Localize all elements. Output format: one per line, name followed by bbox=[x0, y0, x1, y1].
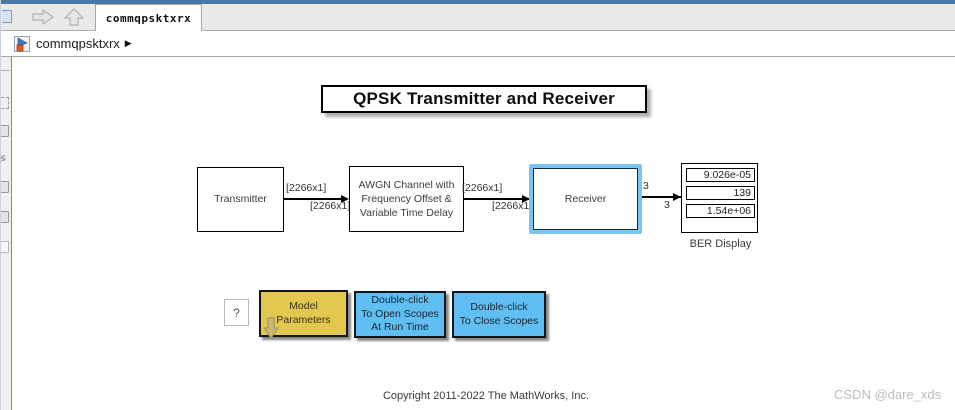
awgn-channel-block[interactable]: AWGN Channel with Frequency Offset & Var… bbox=[349, 166, 464, 232]
diagram-title: QPSK Transmitter and Receiver bbox=[321, 85, 647, 113]
awgn-label-line: AWGN Channel with bbox=[358, 178, 455, 191]
ber-value-field: 9.026e-05 bbox=[686, 168, 755, 182]
model-parameters-block[interactable]: Model Parameters bbox=[259, 290, 348, 339]
model-parameters-line: Model bbox=[289, 299, 318, 312]
close-scopes-line: To Close Scopes bbox=[459, 314, 539, 327]
signal-dim-label: [2266x1] bbox=[492, 200, 533, 212]
wire-tx-awgn[interactable] bbox=[284, 198, 343, 200]
breadcrumb-model-name[interactable]: commqpsktxrx bbox=[36, 36, 120, 51]
signal-width-label: 3 bbox=[664, 199, 670, 211]
transmitter-label: Transmitter bbox=[214, 193, 267, 206]
open-scopes-line: Double-click bbox=[371, 294, 429, 307]
signal-dim-label: [2266x1] bbox=[310, 200, 351, 212]
awgn-label-line: Frequency Offset & bbox=[361, 192, 452, 205]
dashed-select-icon[interactable] bbox=[1, 97, 9, 109]
left-toolbar-strip: ≶ bbox=[1, 57, 12, 410]
wire-awgn-rx[interactable] bbox=[464, 198, 530, 200]
document-icon[interactable] bbox=[1, 211, 9, 223]
panel-icon[interactable] bbox=[1, 181, 9, 193]
signal-dim-label: [2266x1] bbox=[462, 182, 503, 194]
window-top-border bbox=[1, 0, 955, 4]
ber-display-block[interactable]: 9.026e-05 139 1.54e+06 bbox=[681, 163, 758, 233]
help-label: ? bbox=[233, 305, 240, 320]
signal-dim-label: [2266x1] bbox=[286, 182, 327, 194]
forward-arrow-icon[interactable] bbox=[29, 7, 57, 27]
toolbar-separator bbox=[1, 70, 10, 71]
tab-commqpsktxrx[interactable]: commqpsktxrx bbox=[95, 4, 202, 31]
viewport-icon[interactable] bbox=[1, 125, 9, 137]
awgn-label-line: Variable Time Delay bbox=[359, 207, 454, 220]
breadcrumb-caret-icon[interactable]: ▶ bbox=[124, 38, 132, 48]
csdn-watermark: CSDN @dare_xds bbox=[834, 387, 942, 402]
arrowhead-rx-ber bbox=[673, 192, 681, 201]
wire-rx-ber[interactable] bbox=[642, 196, 681, 198]
tab-label: commqpsktxrx bbox=[105, 11, 192, 25]
open-scopes-line: At Run Time bbox=[371, 321, 429, 334]
model-parameters-line: Parameters bbox=[276, 313, 331, 326]
copyright-text: Copyright 2011-2022 The MathWorks, Inc. bbox=[382, 390, 590, 402]
simulink-model-icon bbox=[14, 35, 30, 52]
chevron-icon[interactable]: ≶ bbox=[1, 153, 7, 164]
close-scopes-line: Double-click bbox=[470, 300, 528, 313]
open-scopes-line: To Open Scopes bbox=[361, 307, 439, 320]
help-block[interactable]: ? bbox=[224, 299, 249, 326]
receiver-label: Receiver bbox=[564, 192, 607, 205]
arrowhead-tx-awgn bbox=[341, 194, 349, 203]
down-arrow-icon bbox=[263, 317, 279, 339]
signal-width-label: 3 bbox=[643, 180, 649, 192]
ber-value-field: 139 bbox=[686, 186, 755, 200]
arrowhead-awgn-rx bbox=[522, 194, 530, 203]
ber-value-field: 1.54e+06 bbox=[686, 204, 755, 218]
model-tab-bar: commqpsktxrx bbox=[1, 4, 955, 31]
close-scopes-block[interactable]: Double-click To Close Scopes bbox=[452, 291, 546, 338]
up-arrow-icon[interactable] bbox=[60, 7, 88, 27]
receiver-block[interactable]: Receiver bbox=[533, 168, 638, 230]
open-scopes-block[interactable]: Double-click To Open Scopes At Run Time bbox=[354, 291, 446, 338]
breadcrumb: commqpsktxrx ▶ bbox=[1, 31, 955, 57]
transmitter-block[interactable]: Transmitter bbox=[197, 167, 284, 232]
blank-icon[interactable] bbox=[1, 241, 9, 253]
ber-display-caption: BER Display bbox=[689, 238, 752, 250]
clipped-toolbar-icon bbox=[2, 10, 12, 23]
